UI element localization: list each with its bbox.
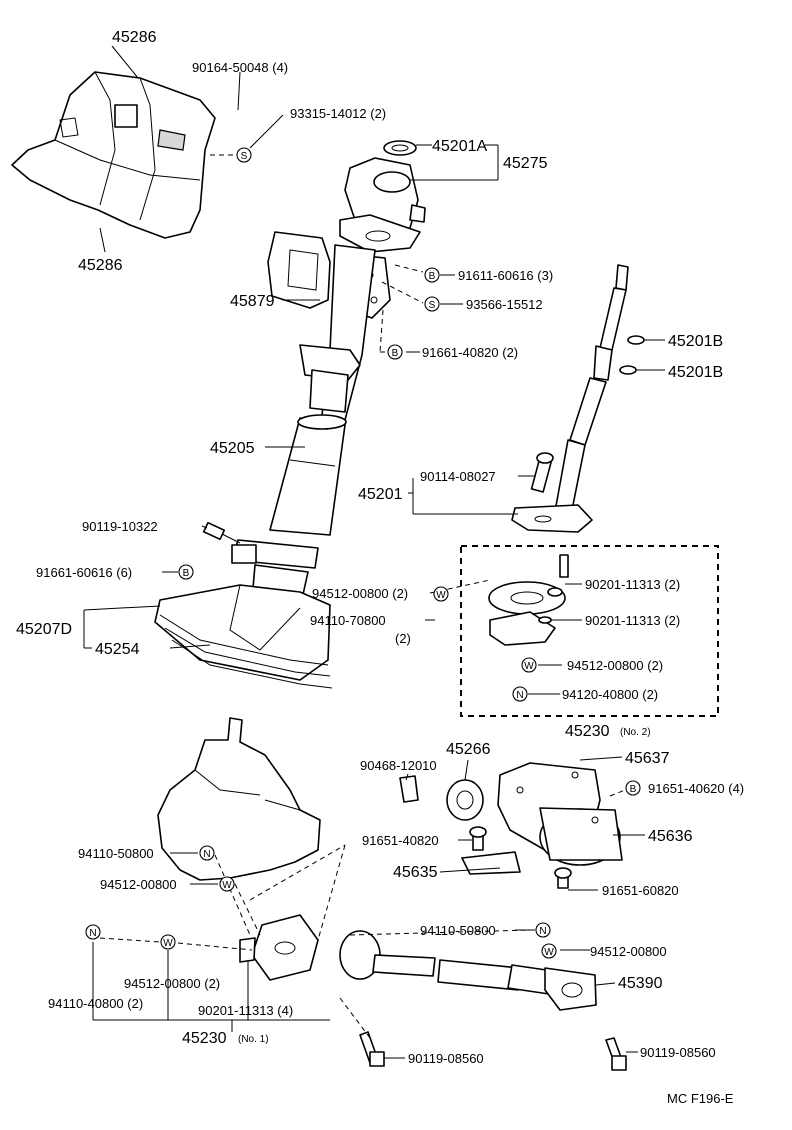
symbol-circle-W-4: W — [160, 934, 176, 950]
label-45230-no1-sub: (No. 1) — [238, 1034, 269, 1045]
label-93315-14012: 93315-14012 (2) — [290, 106, 386, 121]
label-94120-40800: 94120-40800 (2) — [562, 687, 658, 702]
bushing-45266 — [446, 779, 484, 821]
label-45286-bottom: 45286 — [78, 257, 123, 274]
symbol-circle-S-1: S — [236, 147, 252, 163]
symbol-circle-B-4: B — [625, 780, 641, 796]
svg-text:W: W — [524, 661, 534, 672]
label-45879: 45879 — [230, 293, 275, 310]
label-91611-60616: 91611-60616 (3) — [458, 268, 553, 283]
label-90164-50048: 90164-50048 (4) — [192, 60, 288, 75]
svg-text:N: N — [539, 926, 546, 937]
symbol-circle-W-5: W — [541, 943, 557, 959]
symbol-circle-N-3: N — [85, 924, 101, 940]
label-93566-15512: 93566-15512 — [466, 297, 543, 312]
symbol-circle-N-1: N — [512, 686, 528, 702]
svg-text:W: W — [544, 947, 554, 958]
svg-text:W: W — [163, 938, 173, 949]
column-upper-bracket-45275 — [339, 140, 426, 253]
label-90119-10322: 90119-10322 — [82, 519, 158, 534]
column-tube-45205 — [269, 244, 376, 536]
label-90201-11313-c: 90201-11313 (4) — [198, 1003, 293, 1018]
label-45201: 45201 — [358, 486, 403, 503]
label-45390: 45390 — [618, 975, 663, 992]
label-91651-40820: 91651-40820 — [362, 833, 439, 848]
label-45207D: 45207D — [16, 621, 72, 638]
symbol-circle-W-2: W — [521, 657, 537, 673]
column-cover-45286 — [11, 71, 216, 239]
footer-code: MC F196-E — [667, 1091, 734, 1106]
label-90201-11313-a: 90201-11313 (2) — [585, 577, 680, 592]
symbol-circle-B-2: B — [387, 344, 403, 360]
label-94512-00800-lower: 94512-00800 (2) — [124, 976, 220, 991]
label-90468-12010: 90468-12010 — [360, 758, 437, 773]
label-94110-70800: 94110-70800 — [310, 613, 386, 628]
label-45636: 45636 — [648, 828, 693, 845]
label-91651-40620: 91651-40620 (4) — [648, 781, 744, 796]
label-45201B-upper: 45201B — [668, 333, 723, 350]
label-94110-40800: 94110-40800 (2) — [48, 996, 143, 1011]
symbol-circle-N-4: N — [535, 922, 551, 938]
leader-lines — [83, 45, 665, 1059]
svg-text:N: N — [516, 690, 523, 701]
steering-gear-housing — [157, 717, 321, 881]
svg-text:B: B — [183, 568, 190, 579]
label-94110-70800-qty: (2) — [395, 631, 411, 646]
label-45637: 45637 — [625, 750, 670, 767]
label-90201-11313-b: 90201-11313 (2) — [585, 613, 680, 628]
intermediate-shaft-45390 — [239, 914, 597, 1011]
label-45201B-lower: 45201B — [668, 364, 723, 381]
label-45230-no2-sub: (No. 2) — [620, 727, 651, 738]
label-91661-60616: 91661-60616 (6) — [36, 565, 132, 580]
label-45230-no1: 45230 — [182, 1030, 227, 1047]
svg-text:W: W — [436, 590, 446, 601]
symbol-circle-W-1: W — [433, 586, 449, 602]
symbol-circle-W-3: W — [219, 876, 235, 892]
label-45254: 45254 — [95, 641, 140, 658]
box-45230-no2 — [460, 545, 719, 717]
svg-text:W: W — [222, 880, 232, 891]
svg-text:N: N — [89, 928, 96, 939]
gear-housing-45636 — [461, 762, 623, 889]
svg-text:S: S — [241, 151, 248, 162]
label-91651-60820: 91651-60820 — [602, 883, 679, 898]
label-45275: 45275 — [503, 155, 548, 172]
label-45635: 45635 — [393, 864, 438, 881]
svg-text:N: N — [203, 849, 210, 860]
label-94512-00800-box: 94512-00800 (2) — [567, 658, 663, 673]
label-45201A: 45201A — [432, 138, 487, 155]
label-45230-no2: 45230 — [565, 723, 610, 740]
label-94110-50800-left: 94110-50800 — [78, 846, 154, 861]
label-90114-08027: 90114-08027 — [420, 469, 496, 484]
label-45205: 45205 — [210, 440, 255, 457]
symbol-circle-S-2: S — [424, 296, 440, 312]
symbol-circle-B-1: B — [424, 267, 440, 283]
svg-text:B: B — [630, 784, 637, 795]
coupling-45230-no2 — [488, 554, 569, 646]
bolt-90119-10322 — [202, 521, 241, 544]
label-45286-top: 45286 — [112, 29, 157, 46]
label-94512-00800-left: 94512-00800 — [100, 877, 177, 892]
svg-text:S: S — [429, 300, 436, 311]
symbol-circle-N-2: N — [199, 845, 215, 861]
label-91661-40820: 91661-40820 (2) — [422, 345, 518, 360]
bolt-90119-08560-left — [359, 1031, 385, 1067]
label-94110-50800-right: 94110-50800 — [420, 923, 496, 938]
label-94512-00800-upper: 94512-00800 (2) — [312, 586, 408, 601]
label-94512-00800-right: 94512-00800 — [590, 944, 667, 959]
symbol-circle-B-3: B — [178, 564, 194, 580]
svg-text:B: B — [392, 348, 399, 359]
column-boot-45254 — [154, 539, 333, 689]
label-90119-08560-left: 90119-08560 — [408, 1051, 484, 1066]
svg-text:B: B — [429, 271, 436, 282]
main-shaft-45201 — [511, 264, 645, 533]
label-90119-08560-right: 90119-08560 — [640, 1045, 716, 1060]
bolt-90119-08560-right — [605, 1037, 627, 1071]
label-45266: 45266 — [446, 741, 491, 758]
clip-90468-12010 — [399, 775, 419, 803]
